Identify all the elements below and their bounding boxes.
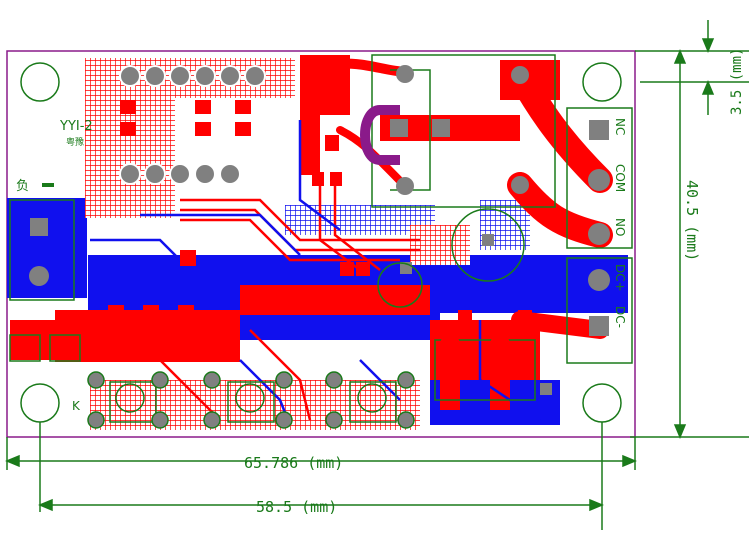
relay-terminal-block bbox=[566, 107, 633, 249]
ic-pins-top bbox=[119, 65, 266, 185]
board-sublabel: 粤豫 bbox=[66, 136, 84, 148]
dc-minus-pad bbox=[589, 316, 609, 336]
negative-mark bbox=[42, 183, 54, 187]
no-pad bbox=[588, 223, 610, 245]
silkscreen-outlines bbox=[9, 199, 536, 401]
dimension-width-outer: 65.786 (mm) bbox=[244, 454, 343, 472]
relay-pad-square bbox=[432, 119, 450, 137]
left-connector-pad-1 bbox=[30, 218, 48, 236]
com-pad bbox=[588, 169, 610, 191]
power-terminal-block bbox=[566, 257, 633, 364]
push-button-2 bbox=[203, 371, 293, 429]
mounting-hole-top-right bbox=[582, 62, 622, 102]
relay-coil bbox=[360, 105, 400, 165]
nc-pad bbox=[589, 120, 609, 140]
relay-pad-square-2 bbox=[390, 119, 408, 137]
terminal-label-com: COM bbox=[613, 164, 627, 192]
push-buttons bbox=[87, 371, 415, 429]
dimension-lines bbox=[5, 20, 749, 530]
dc-plus-pad bbox=[588, 269, 610, 291]
push-button-3 bbox=[325, 371, 415, 429]
dimension-hole-offset: 3.5 (mm) bbox=[729, 48, 745, 115]
smd-pads bbox=[108, 100, 532, 341]
key-label: K bbox=[72, 399, 81, 413]
negative-label: 负 bbox=[16, 179, 29, 194]
terminal-label-dc-minus: DC- bbox=[613, 306, 627, 328]
capacitor-pads bbox=[438, 334, 512, 370]
left-connector-pad-2 bbox=[29, 266, 49, 286]
mounting-hole-top-left bbox=[20, 62, 60, 102]
terminal-label-no: NO bbox=[613, 218, 627, 236]
terminal-label-nc: NC bbox=[613, 118, 627, 135]
push-button-1 bbox=[87, 371, 169, 429]
dimension-width-holes: 58.5 (mm) bbox=[256, 498, 337, 516]
board-label: YYI-2 bbox=[59, 119, 93, 134]
pads bbox=[29, 65, 610, 395]
dimension-height: 40.5 (mm) bbox=[683, 180, 701, 261]
terminal-label-dc-plus: DC+ bbox=[613, 264, 627, 292]
